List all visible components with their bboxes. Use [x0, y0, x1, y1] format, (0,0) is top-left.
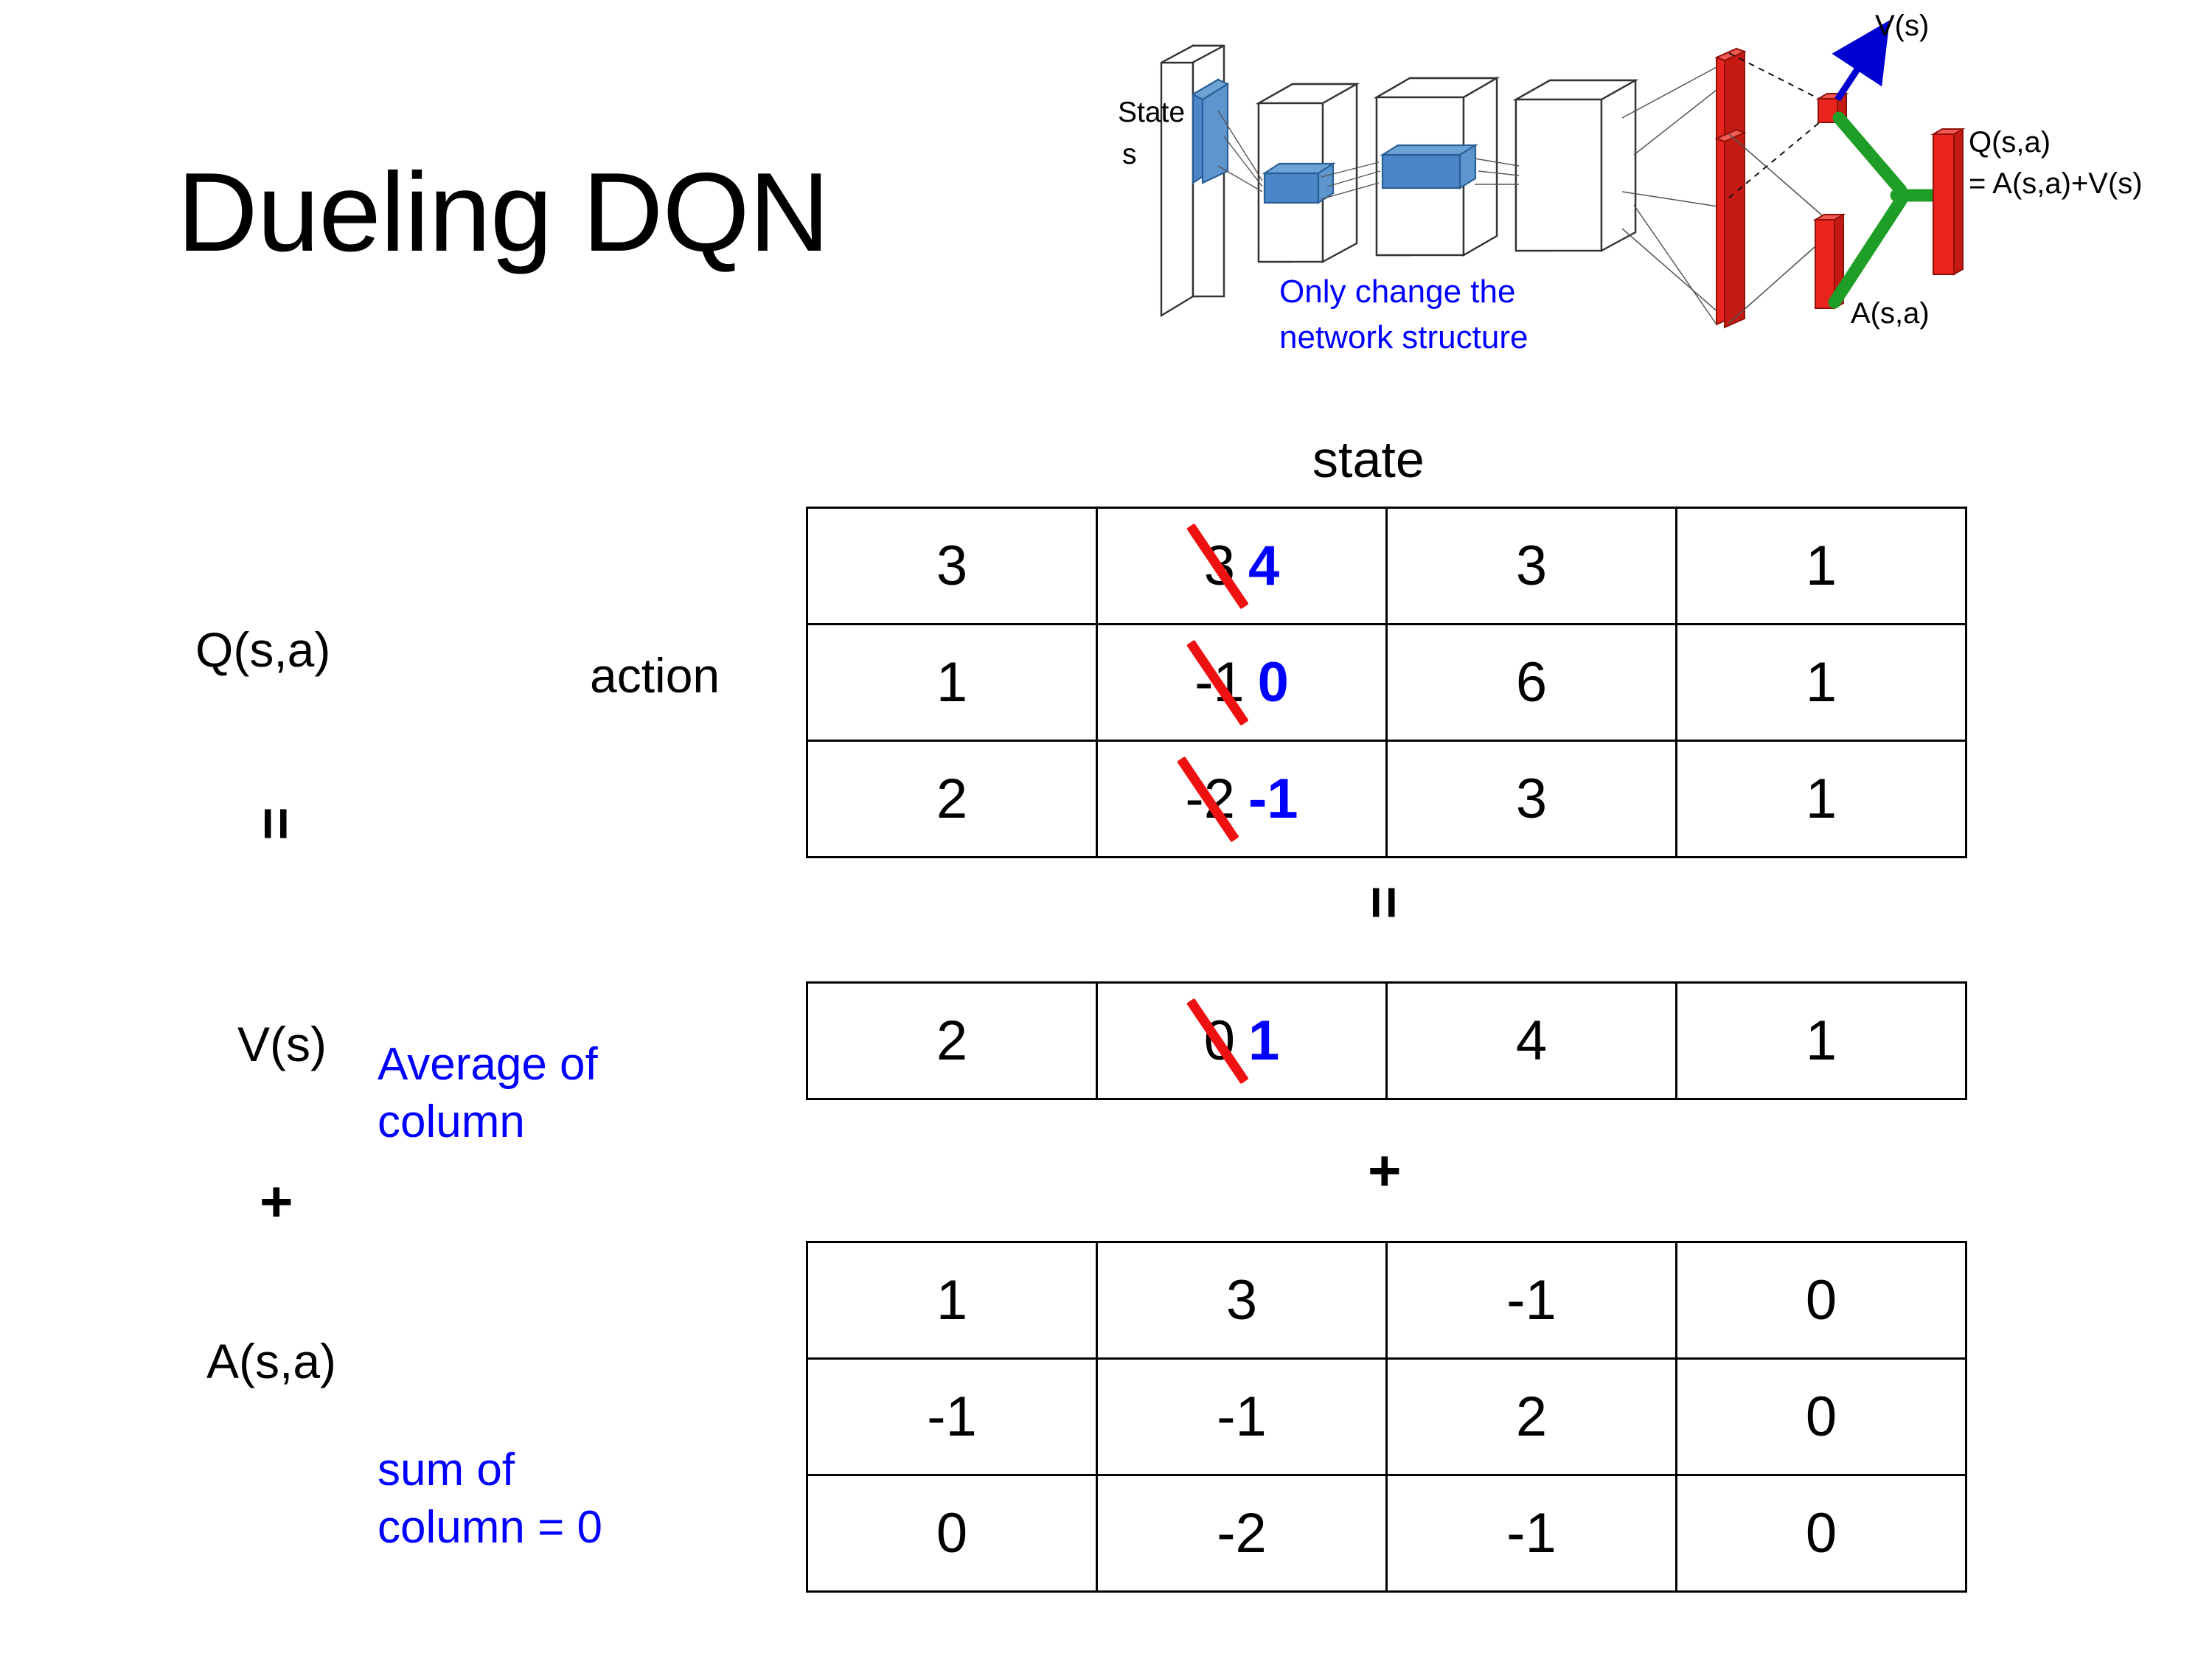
cell-value-new: 1 [1248, 1009, 1280, 1072]
q-cell-r0c0[interactable]: 3 [806, 507, 1098, 625]
average-of-column-note: Average of column [378, 1036, 598, 1150]
v-function-label: V(s) [237, 1017, 327, 1071]
cell-value: 3 [1515, 768, 1548, 830]
cell-value: -1 [1217, 1385, 1267, 1448]
cell-value: 3 [936, 535, 968, 597]
average-note-line2: column [378, 1096, 525, 1147]
v-cell-c0[interactable]: 2 [806, 981, 1098, 1100]
a-cell-r1c3[interactable]: 0 [1675, 1357, 1967, 1476]
equals-operator-middle: = [1352, 886, 1417, 919]
a-cell-r2c3[interactable]: 0 [1675, 1474, 1967, 1593]
cell-value: 2 [936, 768, 968, 830]
cell-value: 1 [936, 651, 968, 714]
a-cell-r1c2[interactable]: 2 [1385, 1357, 1677, 1476]
cell-value: 3 [1515, 535, 1548, 597]
sum-note-line1: sum of [378, 1444, 515, 1495]
diagram-note-line2: network structure [1279, 319, 1528, 355]
action-axis-label: action [590, 648, 720, 703]
a-cell-r0c3[interactable]: 0 [1675, 1241, 1967, 1360]
cell-value: -1 [1506, 1502, 1557, 1565]
cell-value-new: 4 [1248, 535, 1280, 597]
table-row: 0 -2 -1 0 [806, 1474, 1967, 1593]
q-cell-r1c0[interactable]: 1 [806, 623, 1098, 742]
cell-value: 2 [936, 1009, 968, 1072]
struck-value-wrapper: -2 [1177, 756, 1239, 842]
cell-value-new: -1 [1248, 768, 1298, 830]
diagram-a-label: A(s,a) [1851, 297, 1930, 330]
struck-value-wrapper: 3 [1186, 523, 1249, 609]
cell-value: 1 [1805, 651, 1837, 714]
cell-value: 0 [1805, 1502, 1837, 1565]
cell-value-new: 0 [1257, 651, 1289, 714]
cell-value: 0 [1805, 1385, 1837, 1448]
diagram-state-label-line1: State [1118, 97, 1185, 128]
a-cell-r2c2[interactable]: -1 [1385, 1474, 1677, 1593]
sum-note-line2: column = 0 [378, 1501, 603, 1553]
cell-value: 0 [1805, 1269, 1837, 1332]
a-value-table: 1 3 -1 0 -1 -1 2 0 0 -2 -1 0 [806, 1241, 1967, 1593]
q-cell-r2c1[interactable]: -2-1 [1096, 740, 1388, 858]
struck-value-wrapper: -1 [1186, 639, 1249, 726]
a-cell-r0c1[interactable]: 3 [1096, 1241, 1388, 1360]
a-cell-r0c2[interactable]: -1 [1385, 1241, 1677, 1360]
cell-value: 0 [936, 1502, 968, 1565]
cell-value: -1 [927, 1385, 977, 1448]
q-function-label: Q(s,a) [195, 622, 331, 677]
a-cell-r1c1[interactable]: -1 [1096, 1357, 1388, 1476]
diagram-v-label: V(s) [1875, 10, 1929, 42]
cell-value: -1 [1506, 1269, 1557, 1332]
v-cell-c3[interactable]: 1 [1675, 981, 1967, 1100]
a-cell-r1c0[interactable]: -1 [806, 1357, 1098, 1476]
cell-value: 6 [1515, 651, 1548, 714]
plus-operator-middle: + [1368, 1138, 1402, 1203]
cell-value: 2 [1515, 1385, 1548, 1448]
diagram-note-line1: Only change the [1279, 274, 1515, 310]
average-note-line1: Average of [378, 1039, 598, 1090]
plus-operator-left: + [260, 1169, 293, 1234]
table-row: 1 3 -1 0 [806, 1241, 1967, 1360]
q-cell-r1c3[interactable]: 1 [1675, 623, 1967, 742]
q-cell-r0c2[interactable]: 3 [1385, 507, 1677, 625]
cell-value: -2 [1217, 1502, 1267, 1565]
table-row: -1 -1 2 0 [806, 1357, 1967, 1476]
cell-value: 1 [1805, 1009, 1837, 1072]
cell-value: 3 [1225, 1269, 1258, 1332]
cell-value: 1 [936, 1269, 968, 1332]
q-cell-r0c3[interactable]: 1 [1675, 507, 1967, 625]
q-cell-r2c0[interactable]: 2 [806, 740, 1098, 858]
state-axis-label: state [1312, 431, 1425, 488]
cell-value-old: 0 [1203, 1009, 1235, 1072]
a-cell-r2c0[interactable]: 0 [806, 1474, 1098, 1593]
cell-value-old: -1 [1194, 651, 1245, 714]
q-cell-r2c2[interactable]: 3 [1385, 740, 1677, 858]
cell-value-old: 3 [1203, 535, 1235, 597]
diagram-q-label-line1: Q(s,a) [1969, 126, 2051, 159]
cell-value-old: -2 [1185, 768, 1235, 830]
equals-operator-left: = [243, 807, 309, 841]
a-cell-r0c0[interactable]: 1 [806, 1241, 1098, 1360]
a-cell-r2c1[interactable]: -2 [1096, 1474, 1388, 1593]
struck-value-wrapper: 0 [1186, 998, 1249, 1084]
q-cell-r2c3[interactable]: 1 [1675, 740, 1967, 858]
cell-value: 4 [1515, 1009, 1548, 1072]
cell-value: 1 [1805, 535, 1837, 597]
dueling-network-diagram: State s V(s) A(s,a) Q(s,a) = A(s,a)+V(s)… [1106, 7, 2197, 406]
q-cell-r1c2[interactable]: 6 [1385, 623, 1677, 742]
cell-value: 1 [1805, 768, 1837, 830]
sum-of-column-note: sum of column = 0 [378, 1441, 602, 1556]
page-title: Dueling DQN [177, 150, 830, 275]
diagram-state-label-line2: s [1122, 139, 1137, 170]
table-row: 2 -2-1 3 1 [806, 740, 1967, 858]
diagram-q-label-line2: = A(s,a)+V(s) [1969, 167, 2143, 200]
a-function-label: A(s,a) [206, 1334, 337, 1388]
v-cell-c2[interactable]: 4 [1385, 981, 1677, 1100]
